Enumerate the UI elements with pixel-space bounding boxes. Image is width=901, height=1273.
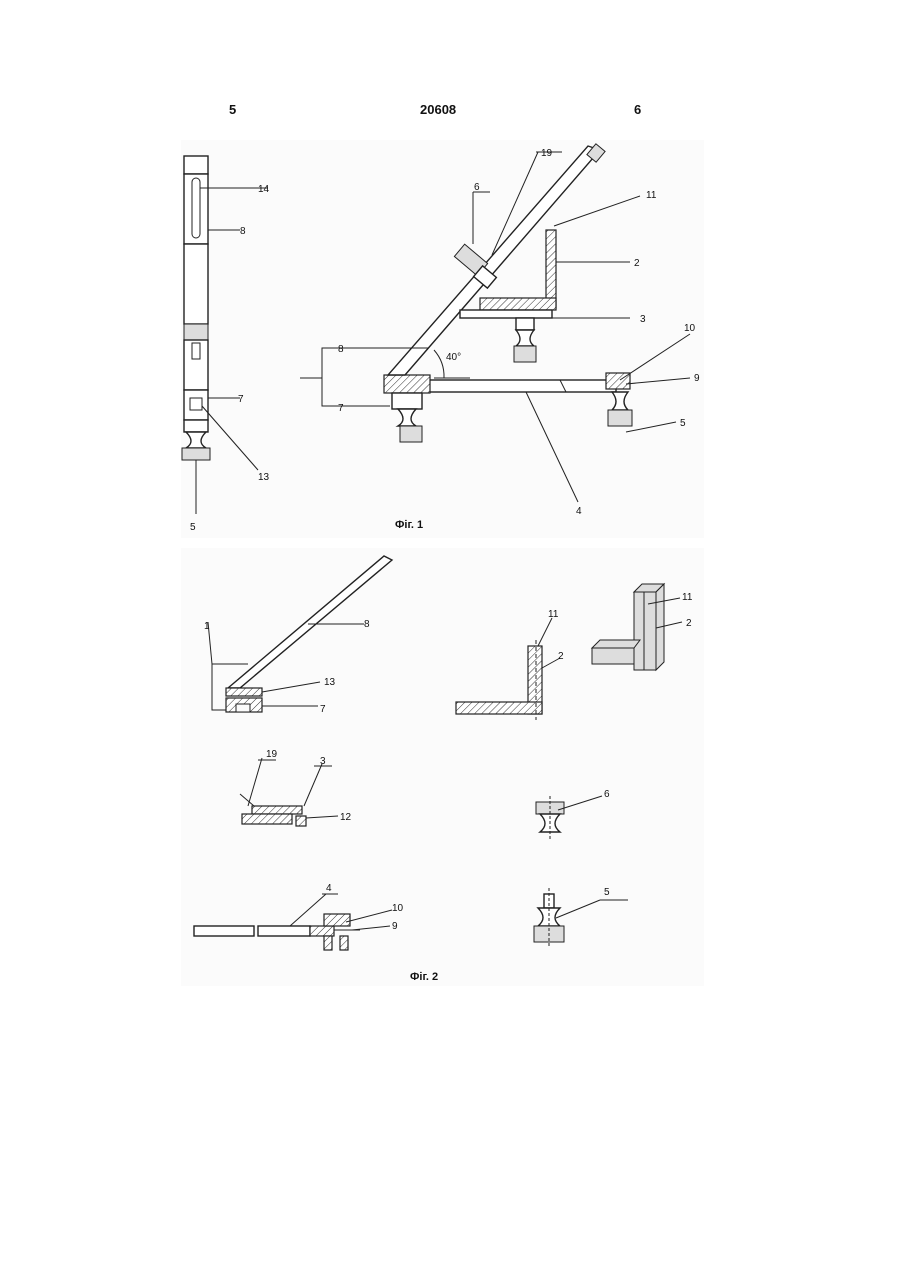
fig1-label-13: 13 xyxy=(258,472,270,483)
fig2-caption: Фіг. 2 xyxy=(410,971,438,983)
fig1-side-view xyxy=(182,156,210,460)
fig1-label-4: 4 xyxy=(576,506,582,517)
fig1-label-6: 6 xyxy=(474,182,480,193)
fig1-label-5-side: 5 xyxy=(190,522,196,533)
fig2-label-2-section: 2 xyxy=(558,651,564,662)
fig1-label-2: 2 xyxy=(634,258,640,269)
fig2-label-11-iso: 11 xyxy=(682,592,693,603)
fig2-label-9: 9 xyxy=(392,921,398,932)
fig1-label-9: 9 xyxy=(694,373,700,384)
fig2-label-6: 6 xyxy=(604,789,610,800)
fig2-label-13: 13 xyxy=(324,677,336,688)
fig2-label-10: 10 xyxy=(392,903,404,914)
fig2-label-3: 3 xyxy=(320,756,326,767)
fig1-label-7-main: 7 xyxy=(338,403,344,414)
fig1-label-8-main: 8 xyxy=(338,344,344,355)
fig2-label-2-iso: 2 xyxy=(686,618,692,629)
fig2-label-4: 4 xyxy=(326,883,332,894)
fig1-caption: Фіг. 1 xyxy=(395,519,423,531)
fig2-label-11-section: 11 xyxy=(548,609,559,620)
fig2-label-19: 19 xyxy=(266,749,278,760)
fig1-label-10: 10 xyxy=(684,323,696,334)
fig1-label-14: 14 xyxy=(258,184,270,195)
fig2-label-7: 7 xyxy=(320,704,326,715)
fig1-label-3: 3 xyxy=(640,314,646,325)
fig1-angle-label: 40° xyxy=(446,352,461,363)
fig1-label-5-main: 5 xyxy=(680,418,686,429)
fig2-label-5: 5 xyxy=(604,887,610,898)
fig1-label-11: 11 xyxy=(646,190,657,201)
fig2-label-8: 8 xyxy=(364,619,370,630)
fig2-label-12: 12 xyxy=(340,812,352,823)
fig2-part-3 xyxy=(242,806,306,826)
fig1-label-8-side: 8 xyxy=(240,226,246,237)
fig1-label-7-side: 7 xyxy=(238,394,244,405)
fig1-label-19: 19 xyxy=(541,148,553,159)
fig2-label-1: 1 xyxy=(204,621,210,632)
